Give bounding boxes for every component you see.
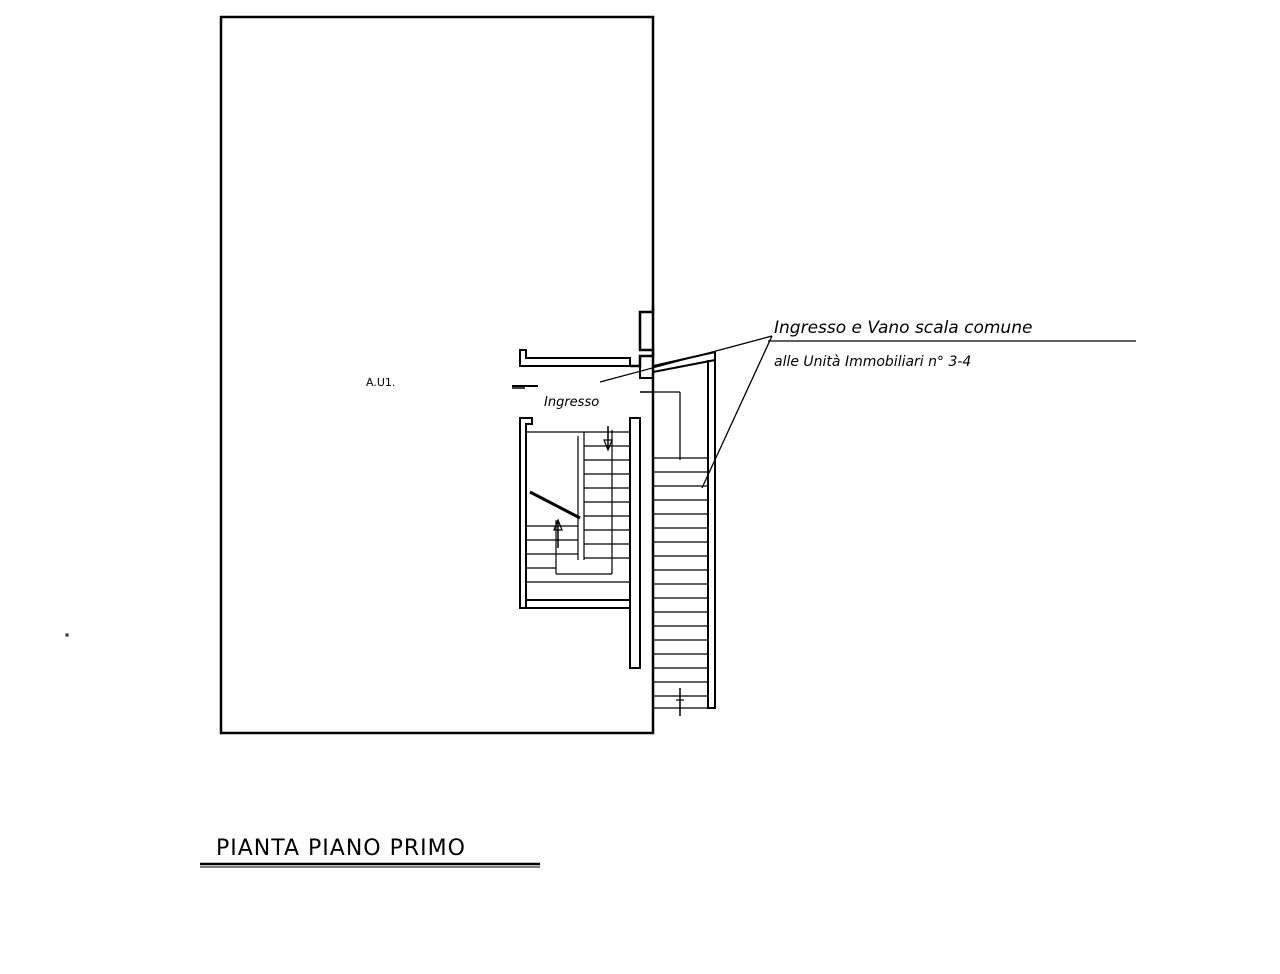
external-stair	[653, 391, 708, 716]
unit-outline	[219, 15, 655, 735]
room-label: A.U1.	[366, 376, 395, 389]
internal-stair	[526, 426, 630, 583]
annotation-line-2: alle Unità Immobiliari n° 3-4	[774, 354, 971, 370]
stray-mark	[65, 633, 69, 637]
annotation-leaders	[599, 335, 1136, 489]
stair-core-walls	[512, 306, 716, 709]
annotation-line-1: Ingresso e Vano scala comune	[774, 318, 1032, 338]
drawing-title: PIANTA PIANO PRIMO	[216, 836, 466, 861]
entrance-label: Ingresso	[544, 395, 599, 410]
